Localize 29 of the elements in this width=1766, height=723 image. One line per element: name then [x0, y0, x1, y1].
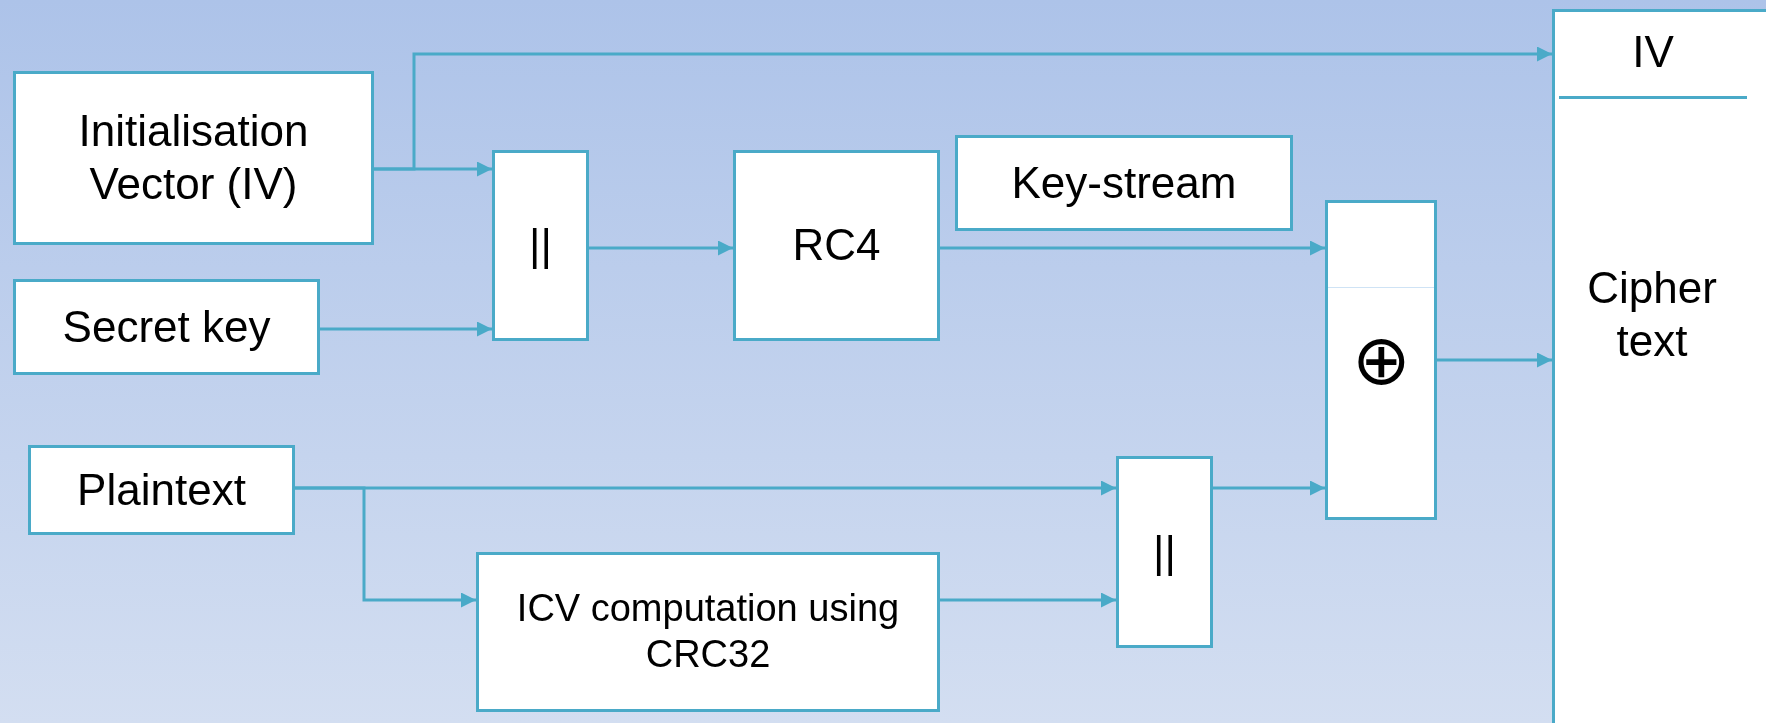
node-label: || [529, 219, 552, 272]
node-label: Plaintext [77, 463, 246, 516]
node-label: Cipher text [1586, 262, 1718, 367]
node-label: ICV computation using CRC32 [515, 586, 901, 677]
input-box [13, 71, 374, 245]
keystream-box [955, 135, 1293, 231]
arrow [940, 592, 1116, 608]
cipher-box [733, 150, 940, 341]
concatenation-box [492, 150, 589, 341]
arrow [1437, 352, 1552, 368]
process-box [476, 552, 940, 712]
arrow [295, 486, 476, 608]
node-label: RC4 [792, 219, 881, 272]
node-label: IV [1632, 26, 1674, 79]
xor-box [1325, 200, 1437, 520]
arrow [589, 240, 733, 256]
node-label: Secret key [62, 300, 271, 353]
concatenation-box [1116, 456, 1213, 648]
output-frame [1552, 9, 1766, 723]
node-label: Key-stream [1011, 156, 1237, 209]
arrow [1213, 480, 1325, 496]
input-box [13, 279, 320, 375]
node-label: || [1153, 525, 1176, 578]
arrow [320, 321, 492, 337]
arrow [374, 161, 492, 177]
arrow [940, 240, 1325, 256]
node-label: Initialisation Vector (IV) [77, 105, 310, 210]
node-label: ⊕ [1351, 320, 1411, 401]
input-box [28, 445, 295, 535]
